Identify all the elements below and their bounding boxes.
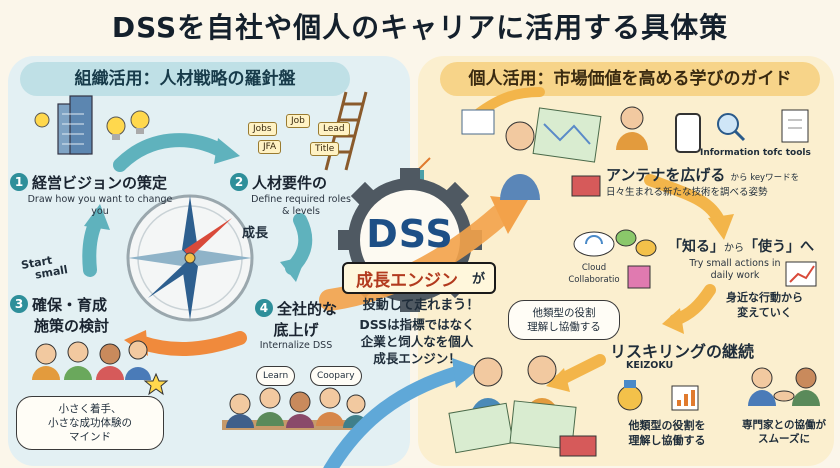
job-tag: Job <box>286 114 310 128</box>
report-icon <box>671 385 699 411</box>
person-phone-icon <box>616 106 701 153</box>
team-people-icon <box>32 340 151 380</box>
person-map-icon <box>461 107 602 200</box>
speech-bubble: Coopary <box>310 366 362 386</box>
job-tag: JFA <box>258 140 282 154</box>
note-line: 小さく着手、 <box>58 403 122 415</box>
from-label: から <box>724 243 744 254</box>
info-tools-label: Information tofc tools <box>700 148 811 158</box>
step4-title-line2: 底上げ <box>273 321 319 339</box>
near-action-line: 身近な行動から <box>726 291 803 304</box>
flow-arrow-1 <box>644 174 726 228</box>
document-icon <box>781 109 809 143</box>
engine-suffix: が <box>472 272 486 287</box>
center-description: DSSは指標ではなく 企業と饲人なを個人 成長エンジン！ <box>332 316 502 367</box>
near-action-text: 身近な行動から 変えていく <box>726 290 803 320</box>
antenna-small: から keyワードを <box>730 173 800 183</box>
step4-en: Internalize DSS <box>259 340 333 351</box>
handshake-icon <box>748 367 820 406</box>
try-small-line: Try small actions in <box>689 258 781 269</box>
step1-number: 1 <box>10 173 28 191</box>
step1-title: 経営ビジョンの策定 <box>32 174 168 192</box>
engine-label-box: 成長エンジン が <box>342 262 496 294</box>
medal-icon <box>617 380 643 411</box>
expert-line: 専門家との協働が <box>742 419 826 431</box>
speech-bubble: Learn <box>256 366 296 386</box>
role-bubble-line: 理解し協働する <box>527 321 601 333</box>
desc-line: 企業と饲人なを個人 <box>360 334 474 349</box>
job-tag: Jobs <box>248 122 277 136</box>
antenna-title: アンテナを広げる <box>606 166 726 184</box>
step4-title-line1: 全社的な <box>276 300 337 318</box>
chat-icon <box>615 229 657 257</box>
antenna-heading: アンテナを広げる から keyワードを <box>606 164 836 185</box>
step2-title: 人材要件の <box>252 174 328 192</box>
use-label: 「使う」 <box>744 239 800 255</box>
step2-en: Define required roles & levels <box>251 194 351 217</box>
role-bubble-line: 他類型の役割 <box>532 307 596 319</box>
try-small-label: Try small actions in daily work <box>680 258 790 282</box>
step4-number: 4 <box>254 299 273 317</box>
page-title: DSSを自社や個人のキャリアに活用する具体策 <box>111 11 729 44</box>
lightbulb-icon <box>34 110 150 140</box>
engine-line2: 投動して走れまう！ <box>362 298 480 313</box>
note-line: マインド <box>69 431 111 443</box>
step3-title-line2: 施策の検討 <box>34 317 110 335</box>
desc-line: 成長エンジン！ <box>373 351 461 366</box>
building-icon <box>57 95 93 155</box>
compass-icon <box>126 194 254 322</box>
cycle-arrow-4-3 <box>133 331 247 357</box>
paint-icon <box>627 265 651 289</box>
magnifier-icon <box>717 113 746 142</box>
know-label: 「知る」 <box>668 239 724 255</box>
chart-board-icon <box>785 261 817 287</box>
cloud-icon <box>573 231 615 257</box>
small-start-note: 小さく着手、 小さな成功体験の マインド <box>16 396 164 450</box>
step2-number: 2 <box>230 173 248 191</box>
star-icon <box>143 372 169 396</box>
growth-label: 成長 <box>242 226 269 241</box>
cloud-label: Cloud Collaboratio <box>562 262 626 286</box>
job-tag: Lead <box>318 122 350 136</box>
personal-banner: 個人活用：市場価値を高める学びのガイド <box>440 62 820 96</box>
desc-line: DSSは指標ではなく <box>359 317 475 332</box>
role-bubble: 他類型の役割 理解し協働する <box>508 300 620 340</box>
keizoku-label: KEIZOKU <box>626 360 674 371</box>
step1-en: Draw how you want to change you <box>27 194 173 217</box>
try-small-line: daily work <box>710 270 760 281</box>
expert-caption: 専門家との協働が スムーズに <box>734 418 834 446</box>
cloud-label-line: Cloud <box>581 263 607 273</box>
job-tag: Title <box>310 142 340 156</box>
swoosh-arrow <box>323 365 467 468</box>
expert-line: スムーズに <box>758 433 810 445</box>
step3-title-line1: 確保・育成 <box>32 296 108 314</box>
role-caption: 他類型の役割を 理解し協働する <box>612 418 722 448</box>
role-caption-line: 理解し協働する <box>628 434 706 447</box>
org-banner: 組織活用：人材戦略の羅針盤 <box>20 62 350 96</box>
dss-logo: DSS <box>366 212 454 256</box>
reskilling-title: リスキリングの継続 <box>610 342 755 361</box>
role-caption-line: 他類型の役割を <box>628 419 706 432</box>
step3-number: 3 <box>10 295 28 313</box>
meeting-people-icon <box>222 387 369 430</box>
to-label: へ <box>800 239 814 255</box>
engine-label: 成長エンジン <box>356 271 458 291</box>
near-action-line: 変えていく <box>737 306 792 319</box>
learning-pair-icon <box>448 355 597 457</box>
job-tags: Jobs Job Lead JFA Title <box>248 114 350 172</box>
note-line: 小さな成功体験の <box>48 417 132 429</box>
antenna-sub: 日々生まれる新たな技術を調べる姿勢 <box>606 187 768 198</box>
cloud-label-line: Collaboratio <box>568 275 620 285</box>
cycle-arrow-3-1 <box>82 215 103 277</box>
know-use-heading: 「知る」から「使う」へ <box>668 236 828 256</box>
cycle-arrow-1-2 <box>113 133 227 172</box>
